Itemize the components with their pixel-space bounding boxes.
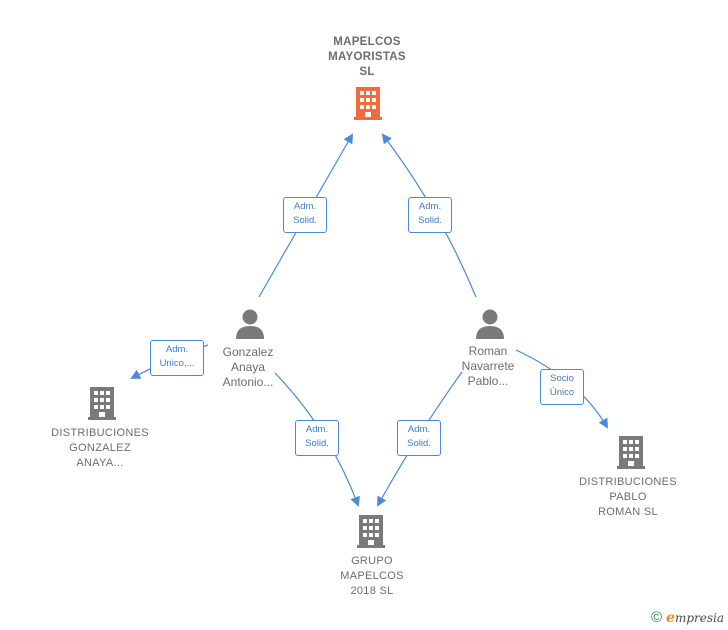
building-icon[interactable]: [357, 515, 385, 548]
building-icon[interactable]: [88, 387, 116, 420]
brand-footer: © empresia: [651, 609, 724, 626]
root-company-label[interactable]: MAPELCOS MAYORISTAS SL: [328, 36, 406, 78]
company-label-dist-pablo[interactable]: DISTRIBUCIONES PABLO ROMAN SL: [579, 476, 677, 518]
company-label-dist-gonzalez[interactable]: DISTRIBUCIONES GONZALEZ ANAYA...: [51, 427, 149, 469]
relation-badge: Adm. Solid.: [295, 420, 339, 456]
person-label-roman[interactable]: Roman Navarrete Pablo...: [461, 344, 515, 388]
building-icon[interactable]: [617, 436, 645, 469]
building-icon[interactable]: [354, 87, 382, 120]
relation-badge: Adm. Unico,...: [150, 340, 204, 376]
company-label-grupo[interactable]: GRUPO MAPELCOS 2018 SL: [340, 555, 404, 597]
relation-badge: Socio Único: [540, 369, 584, 405]
brand-logo[interactable]: empresia: [666, 609, 724, 626]
person-icon[interactable]: [476, 309, 504, 340]
relation-badge: Adm. Solid.: [408, 197, 452, 233]
relation-badge: Adm. Solid.: [283, 197, 327, 233]
relation-badge: Adm. Solid.: [397, 420, 441, 456]
person-label-gonzalez[interactable]: Gonzalez Anaya Antonio...: [222, 345, 274, 389]
person-icon[interactable]: [236, 309, 264, 340]
copyright-icon: ©: [650, 609, 663, 626]
